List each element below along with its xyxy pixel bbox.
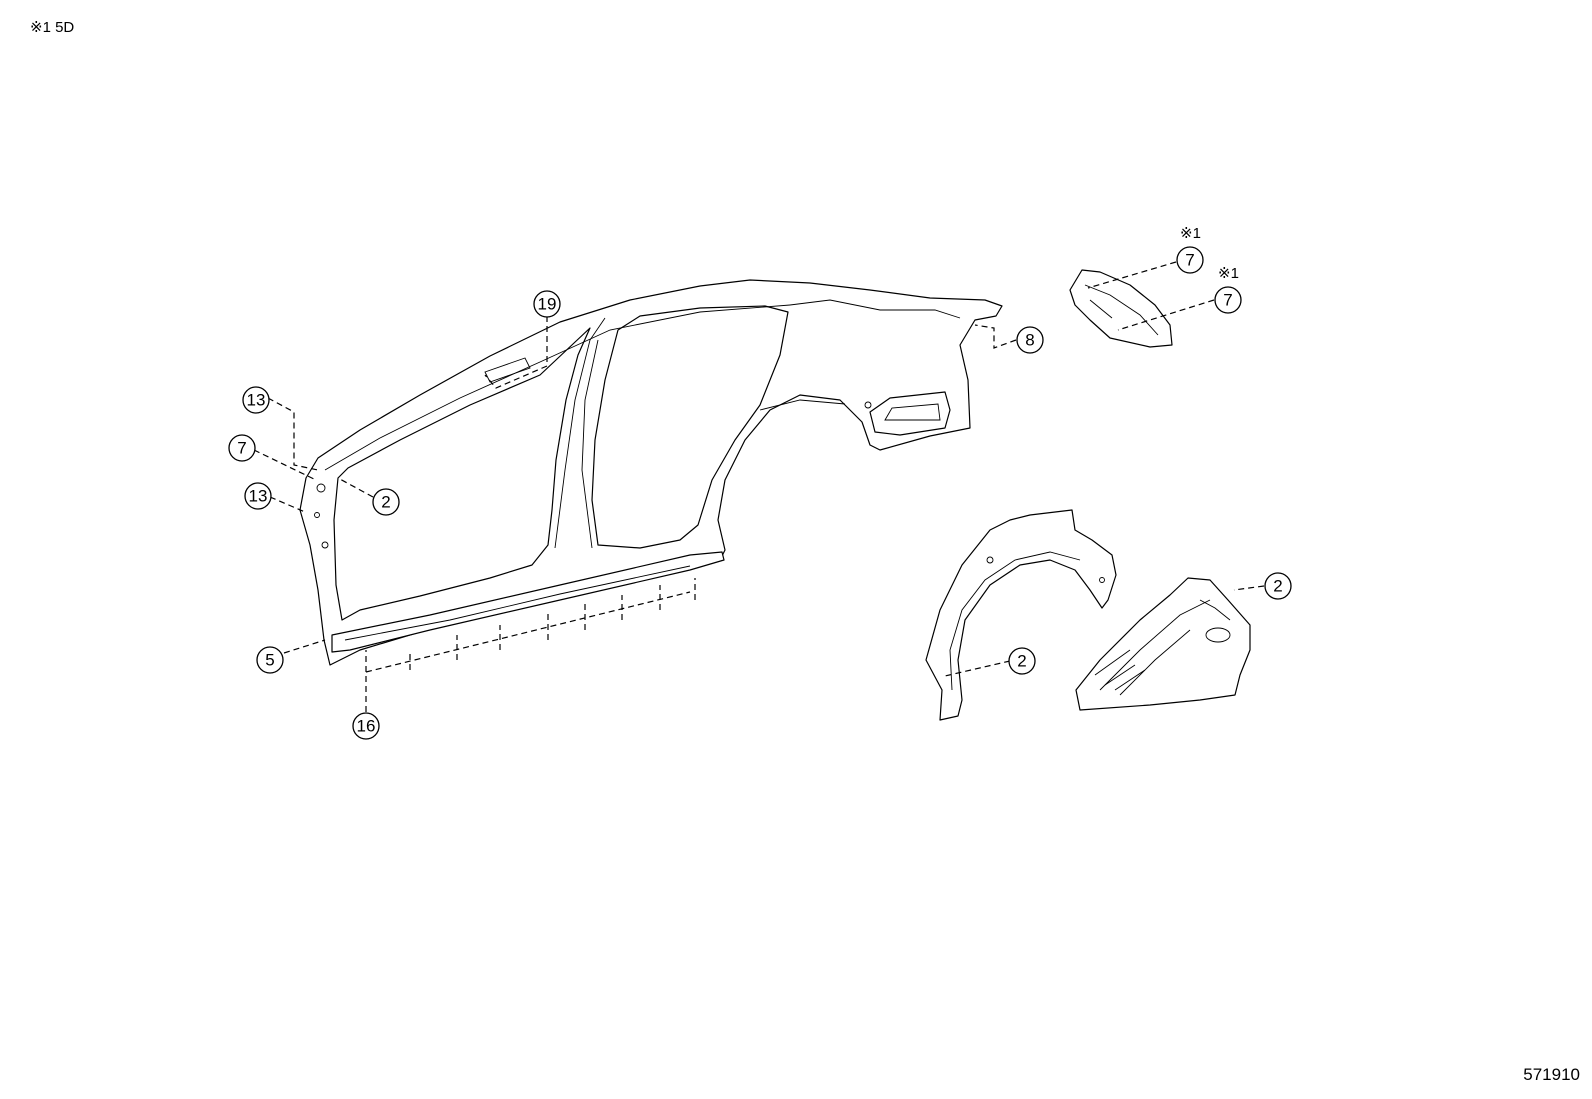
callout-2-wheelhouse-outer: 2 — [1008, 647, 1036, 675]
callout-19-label: 19 — [538, 295, 557, 314]
callout-2-wheelhouse-inner: 2 — [1264, 572, 1292, 600]
callout-8: 8 — [1016, 326, 1044, 354]
callout-7-upper-label: 7 — [1185, 251, 1194, 270]
callout-5-label: 5 — [265, 651, 274, 670]
body-side-outer-panel — [299, 279, 1003, 666]
wheel-house-outer-panel — [925, 509, 1117, 721]
callout-7-left-label: 7 — [237, 439, 246, 458]
leader-lines — [253, 261, 1265, 712]
wheel-house-inner-panel — [1075, 577, 1251, 711]
callout-7-lower: 7 ※1 — [1214, 265, 1242, 314]
callout-13-lower-label: 13 — [249, 487, 268, 506]
header-note: ※1 5D — [30, 19, 75, 36]
callout-2-pillar-label: 2 — [381, 493, 390, 512]
callout-19: 19 — [533, 290, 561, 318]
callout-13-upper: 13 — [242, 386, 270, 414]
callout-2-wheelhouse-outer-label: 2 — [1017, 652, 1026, 671]
callout-5: 5 — [256, 646, 284, 674]
callout-2-wheelhouse-inner-label: 2 — [1273, 577, 1282, 596]
callout-13-lower: 13 — [244, 482, 272, 510]
variant-mark-upper: ※1 — [1180, 225, 1201, 242]
callout-13-upper-label: 13 — [247, 391, 266, 410]
callout-7-lower-label: 7 — [1223, 291, 1232, 310]
callout-7-upper: 7 ※1 — [1176, 225, 1204, 274]
variant-mark-lower: ※1 — [1218, 265, 1239, 282]
callout-8-label: 8 — [1025, 331, 1034, 350]
callout-7-left: 7 — [228, 434, 256, 462]
quarter-inner-panel-upper — [1069, 269, 1173, 348]
callout-16: 16 — [352, 712, 380, 740]
callout-2-pillar: 2 — [372, 488, 400, 516]
callout-16-label: 16 — [357, 717, 376, 736]
document-code: 571910 — [1523, 1065, 1580, 1084]
